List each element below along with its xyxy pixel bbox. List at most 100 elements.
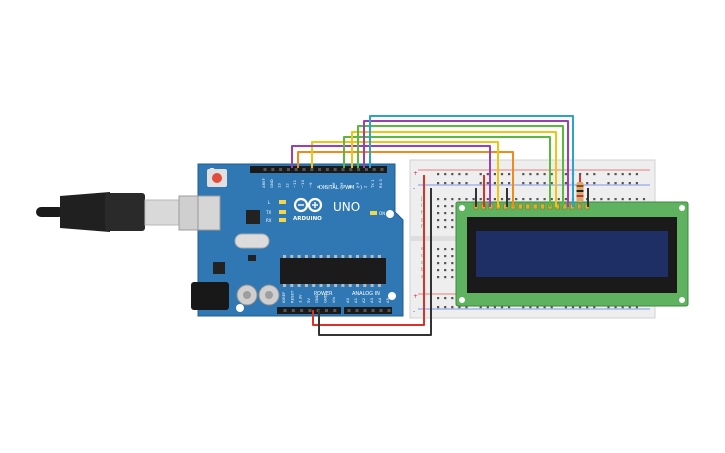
header-socket[interactable] [341, 168, 345, 171]
rail-hole[interactable] [621, 173, 624, 176]
breadboard-hole[interactable] [444, 212, 447, 215]
rail-hole[interactable] [465, 173, 468, 176]
rail-hole[interactable] [451, 297, 454, 300]
rail-hole[interactable] [607, 306, 610, 309]
rail-hole[interactable] [564, 182, 567, 185]
power-jack[interactable] [191, 282, 229, 310]
rail-hole[interactable] [451, 173, 454, 176]
rail-hole[interactable] [614, 182, 617, 185]
rail-hole[interactable] [437, 182, 440, 185]
rail-hole[interactable] [536, 306, 539, 309]
breadboard-hole[interactable] [642, 198, 646, 201]
rail-hole[interactable] [479, 306, 482, 309]
breadboard-hole[interactable] [444, 255, 447, 258]
rail-hole[interactable] [529, 182, 532, 185]
rail-hole[interactable] [564, 306, 567, 309]
rail-hole[interactable] [458, 306, 461, 309]
breadboard-hole[interactable] [557, 198, 560, 201]
rail-hole[interactable] [465, 306, 468, 309]
rail-hole[interactable] [536, 182, 539, 185]
breadboard-hole[interactable] [437, 269, 440, 272]
rail-hole[interactable] [593, 182, 596, 185]
breadboard-hole[interactable] [437, 276, 440, 279]
header-socket[interactable] [283, 309, 287, 312]
rail-hole[interactable] [621, 306, 624, 309]
header-socket[interactable] [271, 168, 275, 171]
breadboard-hole[interactable] [550, 198, 553, 201]
rail-hole[interactable] [493, 173, 496, 176]
lcd-module[interactable] [455, 201, 689, 307]
breadboard-hole[interactable] [444, 276, 447, 279]
rail-hole[interactable] [586, 173, 589, 176]
rail-hole[interactable] [486, 182, 489, 185]
breadboard-hole[interactable] [451, 248, 454, 251]
breadboard-hole[interactable] [451, 276, 454, 279]
breadboard-hole[interactable] [500, 198, 504, 201]
rail-hole[interactable] [522, 173, 525, 176]
breadboard-hole[interactable] [444, 205, 447, 208]
header-socket[interactable] [302, 168, 306, 171]
breadboard-hole[interactable] [472, 198, 475, 201]
rail-hole[interactable] [522, 182, 525, 185]
header-socket[interactable] [325, 309, 328, 312]
lcd-pin[interactable] [532, 203, 538, 210]
rail-hole[interactable] [550, 173, 553, 176]
breadboard-hole[interactable] [515, 198, 518, 201]
breadboard-hole[interactable] [600, 198, 603, 201]
header-socket[interactable] [347, 309, 351, 312]
breadboard-hole[interactable] [437, 262, 440, 265]
header-socket[interactable] [357, 168, 361, 171]
breadboard-hole[interactable] [614, 198, 617, 201]
rail-hole[interactable] [437, 297, 440, 300]
breadboard-hole[interactable] [607, 198, 610, 201]
rail-hole[interactable] [543, 182, 546, 185]
rail-hole[interactable] [628, 182, 631, 185]
breadboard-hole[interactable] [543, 198, 546, 201]
rail-hole[interactable] [635, 306, 638, 309]
header-socket[interactable] [371, 309, 375, 312]
header-socket[interactable] [364, 168, 368, 171]
breadboard-hole[interactable] [536, 198, 539, 201]
breadboard-hole[interactable] [437, 219, 440, 222]
breadboard-hole[interactable] [522, 198, 525, 201]
breadboard-hole[interactable] [437, 198, 440, 201]
rail-hole[interactable] [586, 306, 589, 309]
rail-hole[interactable] [437, 173, 440, 176]
breadboard-hole[interactable] [444, 226, 447, 229]
header-socket[interactable] [286, 168, 290, 171]
rail-hole[interactable] [500, 306, 504, 309]
breadboard-hole[interactable] [451, 226, 454, 229]
breadboard-hole[interactable] [437, 255, 440, 258]
rail-hole[interactable] [543, 306, 546, 309]
rail-hole[interactable] [628, 306, 631, 309]
rail-hole[interactable] [508, 306, 511, 309]
rail-hole[interactable] [529, 173, 532, 176]
header-socket[interactable] [310, 168, 314, 171]
rail-hole[interactable] [550, 182, 553, 185]
breadboard-hole[interactable] [479, 198, 482, 201]
rail-hole[interactable] [508, 182, 511, 185]
breadboard-hole[interactable] [493, 198, 496, 201]
header-socket[interactable] [308, 309, 312, 312]
breadboard-hole[interactable] [451, 205, 454, 208]
breadboard-hole[interactable] [437, 248, 440, 251]
breadboard-hole[interactable] [508, 198, 511, 201]
rail-hole[interactable] [614, 173, 617, 176]
rail-hole[interactable] [486, 306, 489, 309]
header-socket[interactable] [291, 309, 295, 312]
breadboard-hole[interactable] [451, 255, 454, 258]
breadboard-hole[interactable] [437, 226, 440, 229]
rail-hole[interactable] [522, 306, 525, 309]
header-socket[interactable] [279, 168, 283, 171]
breadboard-hole[interactable] [621, 198, 624, 201]
rail-hole[interactable] [579, 306, 582, 309]
header-socket[interactable] [294, 168, 298, 171]
breadboard-hole[interactable] [593, 198, 596, 201]
rail-hole[interactable] [628, 173, 631, 176]
rail-hole[interactable] [493, 306, 496, 309]
rail-hole[interactable] [586, 182, 589, 185]
rail-hole[interactable] [635, 173, 638, 176]
breadboard-hole[interactable] [451, 198, 454, 201]
rail-hole[interactable] [451, 306, 454, 309]
lcd-pin[interactable] [540, 203, 545, 210]
